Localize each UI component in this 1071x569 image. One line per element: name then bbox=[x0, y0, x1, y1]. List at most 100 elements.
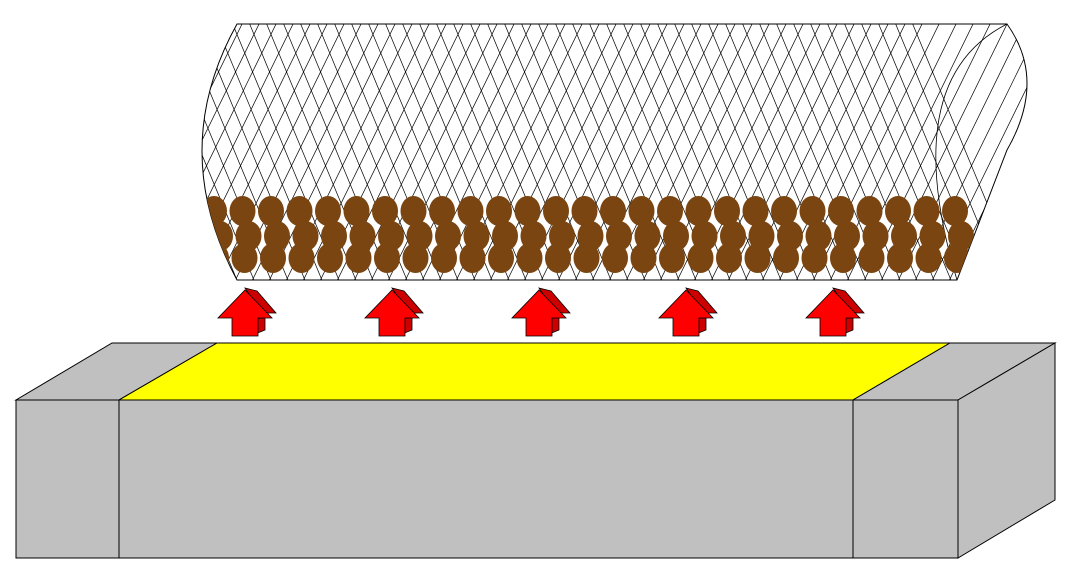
heat-arrow bbox=[364, 287, 424, 337]
particle bbox=[260, 243, 286, 273]
heat-arrow-front bbox=[364, 289, 420, 337]
mesh-line bbox=[202, 24, 223, 280]
particle bbox=[714, 196, 740, 226]
particle bbox=[400, 196, 427, 226]
mesh-line bbox=[202, 24, 245, 280]
particle bbox=[885, 196, 911, 226]
mesh-line bbox=[0, 20, 40, 285]
particle bbox=[630, 243, 657, 273]
mesh-line bbox=[0, 20, 86, 285]
heat-arrow bbox=[217, 287, 277, 337]
mesh-line bbox=[963, 24, 1027, 280]
mesh-line bbox=[44, 20, 154, 285]
particle bbox=[229, 196, 256, 226]
particle bbox=[429, 196, 455, 226]
particle bbox=[431, 243, 457, 273]
particle bbox=[571, 196, 598, 226]
mesh-line bbox=[980, 24, 1027, 280]
particle bbox=[372, 196, 398, 226]
particle bbox=[514, 196, 541, 226]
mesh-line bbox=[27, 20, 137, 285]
particle bbox=[858, 243, 885, 273]
particle bbox=[659, 243, 685, 273]
mesh-line bbox=[202, 24, 262, 280]
particle bbox=[628, 196, 655, 226]
particle bbox=[913, 196, 940, 226]
particle bbox=[744, 243, 771, 273]
heat-arrows bbox=[217, 287, 865, 337]
particle-layer bbox=[202, 196, 974, 273]
particle bbox=[288, 243, 315, 273]
heat-arrow-front bbox=[805, 289, 861, 337]
mesh-line bbox=[0, 20, 91, 285]
particle bbox=[773, 243, 799, 273]
mesh-line bbox=[46, 20, 176, 285]
mesh-line bbox=[29, 20, 159, 285]
mesh-cylinder-outline bbox=[201, 23, 1028, 281]
particle bbox=[687, 243, 714, 273]
particle bbox=[258, 196, 284, 226]
particle bbox=[457, 196, 484, 226]
particle bbox=[203, 243, 229, 273]
base-block bbox=[14, 342, 1057, 559]
particle bbox=[488, 243, 514, 273]
particle bbox=[459, 243, 486, 273]
particle bbox=[343, 196, 370, 226]
mesh-line bbox=[61, 20, 171, 285]
block-front-middle bbox=[118, 399, 854, 559]
particle bbox=[573, 243, 600, 273]
mesh-line bbox=[400, 24, 512, 280]
particle bbox=[602, 243, 628, 273]
mesh-line bbox=[655, 24, 767, 280]
particle bbox=[887, 243, 913, 273]
mesh-line bbox=[740, 24, 852, 280]
particle bbox=[771, 196, 797, 226]
block-side-right bbox=[957, 342, 1056, 559]
particle bbox=[402, 243, 429, 273]
particle bbox=[944, 243, 970, 273]
particle bbox=[742, 196, 769, 226]
particle bbox=[231, 243, 258, 273]
particle bbox=[830, 243, 856, 273]
heat-arrow bbox=[658, 287, 718, 337]
particle bbox=[543, 196, 569, 226]
block-front-right bbox=[852, 399, 959, 559]
particle bbox=[486, 196, 512, 226]
particle bbox=[685, 196, 712, 226]
mesh-line bbox=[202, 24, 228, 280]
particle bbox=[207, 221, 233, 251]
mesh-line bbox=[0, 20, 52, 285]
particle bbox=[286, 196, 313, 226]
particle bbox=[545, 243, 571, 273]
mesh-line bbox=[78, 20, 188, 285]
mesh-line bbox=[63, 20, 193, 285]
block-front-left bbox=[15, 399, 120, 559]
mesh-line bbox=[825, 24, 937, 280]
mesh-line bbox=[202, 24, 211, 280]
particle bbox=[799, 196, 826, 226]
mesh-line bbox=[0, 20, 74, 285]
mesh-line bbox=[0, 20, 125, 285]
particle bbox=[374, 243, 400, 273]
particle bbox=[828, 196, 854, 226]
mesh-line bbox=[202, 24, 296, 280]
mesh-line bbox=[0, 20, 1, 285]
mesh-line bbox=[0, 20, 57, 285]
particle bbox=[915, 243, 942, 273]
particle bbox=[317, 243, 343, 273]
heat-arrow bbox=[511, 287, 571, 337]
mesh-line bbox=[570, 24, 682, 280]
particle bbox=[942, 196, 968, 226]
particle bbox=[657, 196, 683, 226]
mesh-line bbox=[12, 20, 142, 285]
particle bbox=[345, 243, 372, 273]
particle bbox=[315, 196, 341, 226]
particle bbox=[801, 243, 828, 273]
heated-top-surface bbox=[117, 342, 952, 401]
mesh-line bbox=[202, 24, 279, 280]
heat-arrow-front bbox=[658, 289, 714, 337]
heat-arrow bbox=[805, 287, 865, 337]
mesh-line bbox=[202, 24, 206, 280]
mesh-line bbox=[0, 20, 35, 285]
